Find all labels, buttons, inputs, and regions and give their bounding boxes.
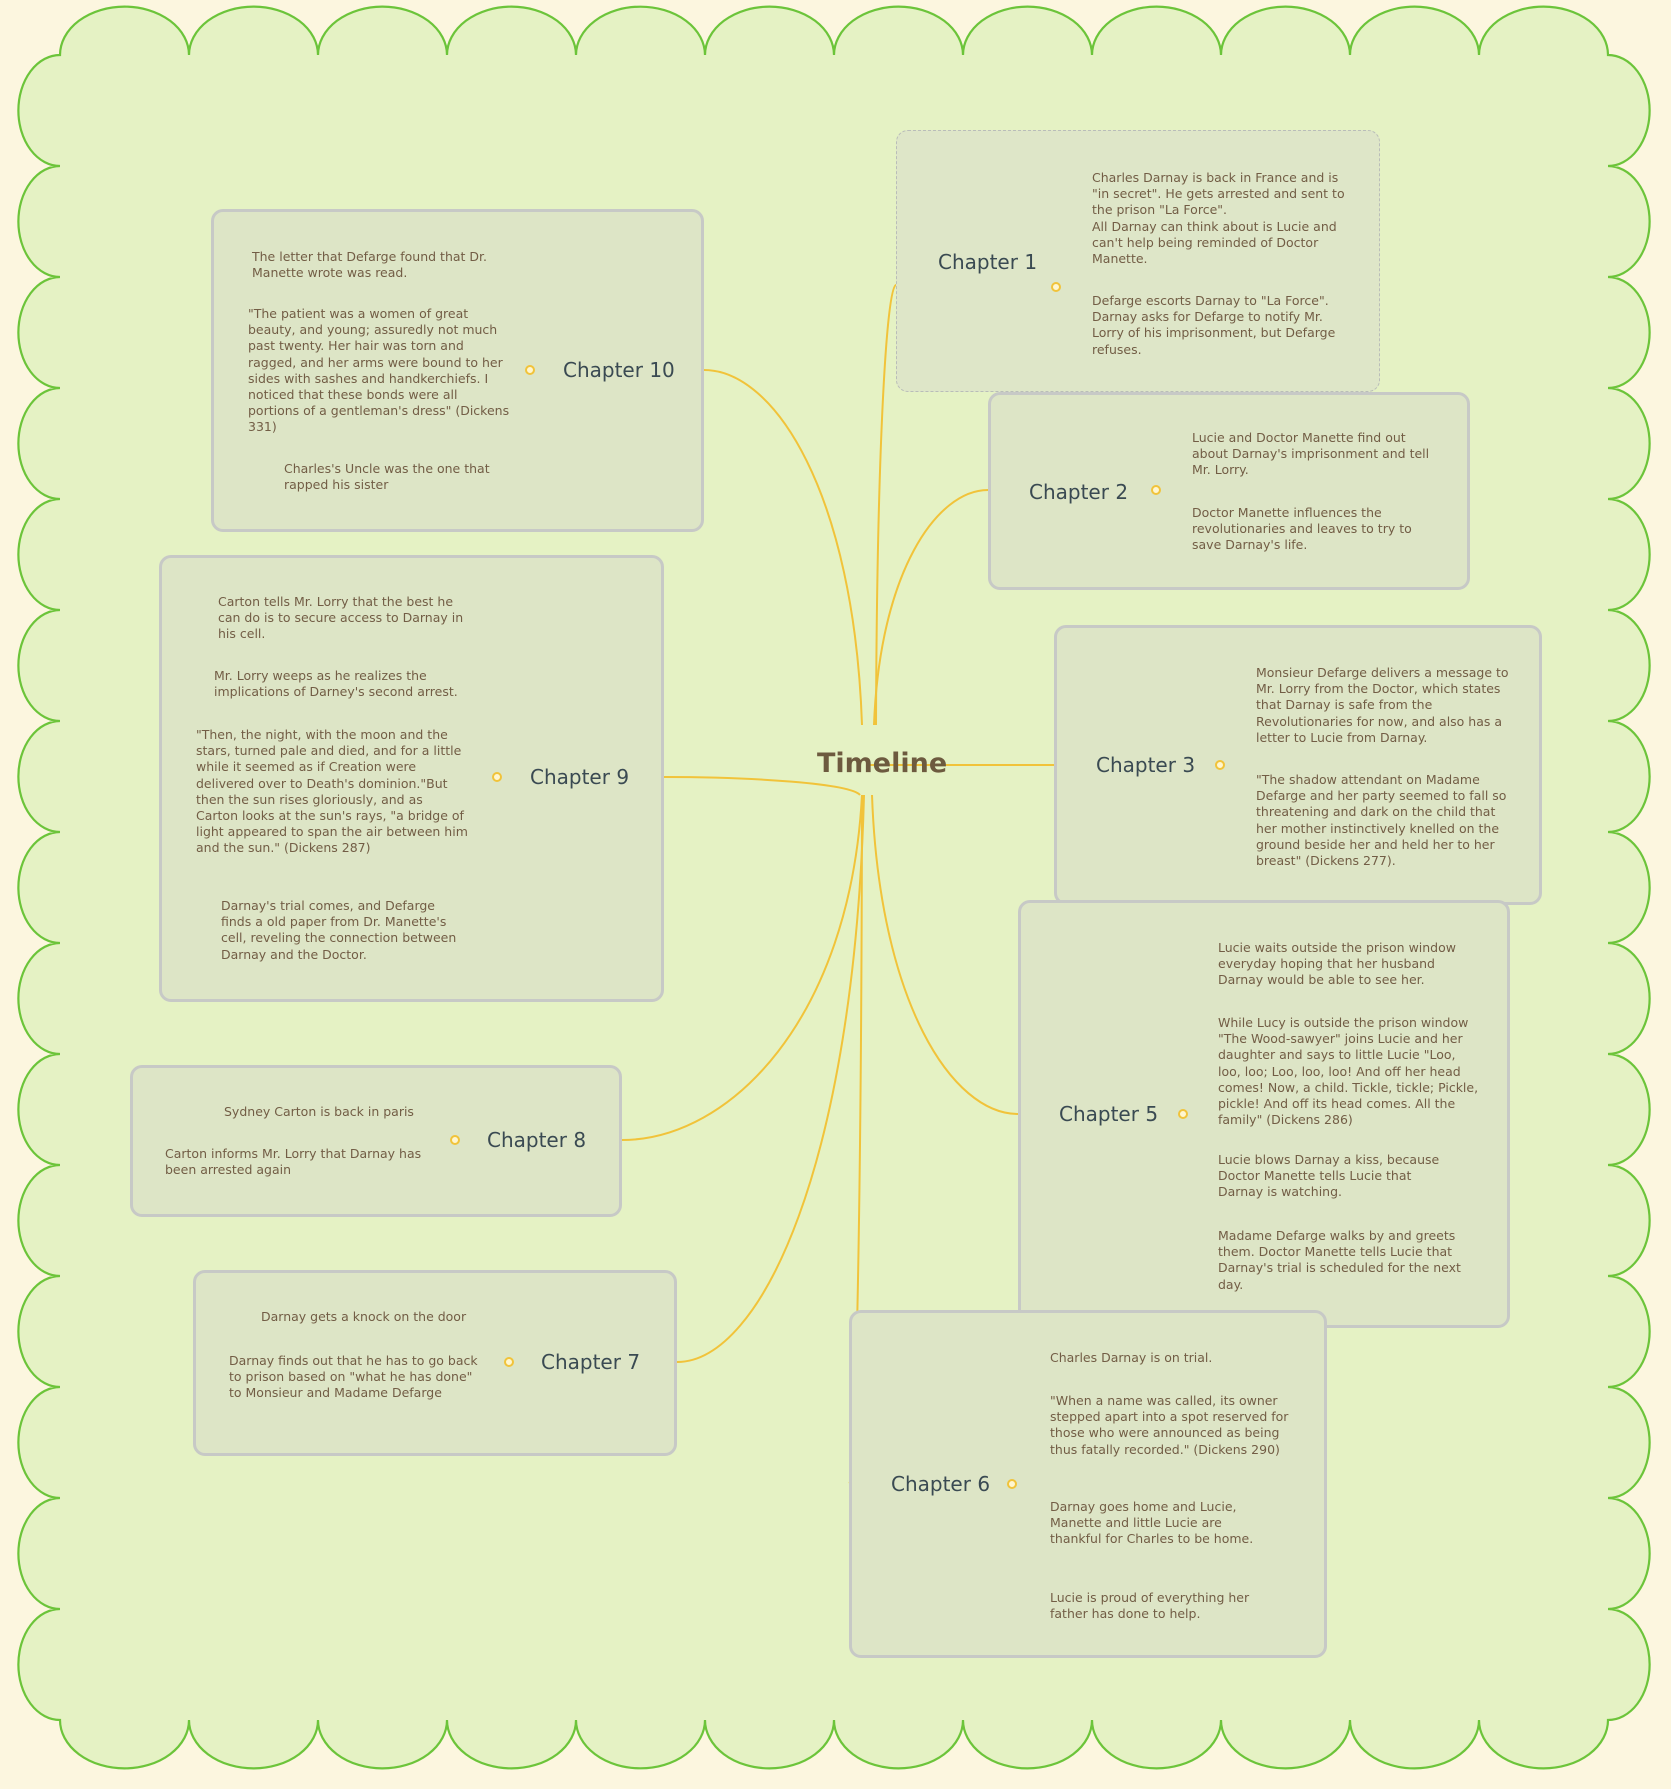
chapter-2-topic[interactable]: Chapter 2 (1029, 480, 1129, 504)
chapter-6-note-4[interactable]: Lucie is proud of everything her father … (1050, 1590, 1250, 1622)
chapter-10-note-3[interactable]: Charles's Uncle was the one that rapped … (284, 461, 490, 493)
chapter-6-group (849, 1310, 1327, 1658)
chapter-7-collapse-knob[interactable] (504, 1357, 514, 1367)
chapter-10-collapse-knob[interactable] (525, 365, 535, 375)
chapter-8-topic[interactable]: Chapter 8 (487, 1128, 587, 1152)
chapter-8-group (130, 1065, 622, 1217)
chapter-7-note-2[interactable]: Darnay finds out that he has to go back … (229, 1353, 478, 1401)
chapter-9-note-4[interactable]: Darnay's trial comes, and Defarge finds … (221, 898, 457, 962)
chapter-5-note-3[interactable]: Lucie blows Darnay a kiss, because Docto… (1218, 1152, 1440, 1200)
chapter-8-note-2[interactable]: Carton informs Mr. Lorry that Darnay has… (165, 1146, 422, 1178)
chapter-3-note-1[interactable]: Monsieur Defarge delivers a message to M… (1256, 665, 1509, 745)
chapter-5-group (1018, 900, 1510, 1328)
chapter-2-collapse-knob[interactable] (1151, 485, 1161, 495)
chapter-5-note-2[interactable]: While Lucy is outside the prison window … (1218, 1015, 1479, 1128)
central-topic-timeline[interactable]: Timeline (817, 748, 948, 779)
chapter-3-collapse-knob[interactable] (1215, 760, 1225, 770)
chapter-2-group (988, 392, 1470, 590)
chapter-9-note-2[interactable]: Mr. Lorry weeps as he realizes the impli… (214, 668, 458, 700)
chapter-1-note-1[interactable]: Charles Darnay is back in France and is … (1092, 170, 1345, 267)
chapter-10-group (211, 209, 704, 532)
chapter-6-note-3[interactable]: Darnay goes home and Lucie, Manette and … (1050, 1499, 1254, 1547)
chapter-6-topic[interactable]: Chapter 6 (891, 1472, 991, 1496)
chapter-3-topic[interactable]: Chapter 3 (1096, 753, 1196, 777)
chapter-9-note-1[interactable]: Carton tells Mr. Lorry that the best he … (218, 594, 464, 642)
chapter-1-note-2[interactable]: Defarge escorts Darnay to "La Force". Da… (1092, 293, 1336, 357)
chapter-5-note-4[interactable]: Madame Defarge walks by and greets them.… (1218, 1228, 1461, 1292)
chapter-1-collapse-knob[interactable] (1051, 282, 1061, 292)
chapter-6-note-1[interactable]: Charles Darnay is on trial. (1050, 1350, 1213, 1365)
chapter-7-topic[interactable]: Chapter 7 (541, 1350, 641, 1374)
chapter-8-collapse-knob[interactable] (450, 1135, 460, 1145)
chapter-9-collapse-knob[interactable] (492, 772, 502, 782)
chapter-5-topic[interactable]: Chapter 5 (1059, 1102, 1159, 1126)
chapter-3-note-2[interactable]: "The shadow attendant on Madame Defarge … (1256, 772, 1507, 869)
chapter-6-collapse-knob[interactable] (1007, 1479, 1017, 1489)
chapter-5-note-1[interactable]: Lucie waits outside the prison window ev… (1218, 940, 1456, 988)
chapter-10-note-1[interactable]: The letter that Defarge found that Dr. M… (252, 249, 487, 281)
chapter-10-topic[interactable]: Chapter 10 (563, 358, 675, 382)
chapter-8-note-1[interactable]: Sydney Carton is back in paris (224, 1104, 414, 1119)
chapter-7-note-1[interactable]: Darnay gets a knock on the door (261, 1309, 467, 1324)
chapter-9-group (159, 555, 664, 1002)
chapter-9-note-3[interactable]: "Then, the night, with the moon and the … (196, 727, 468, 856)
chapter-2-note-2[interactable]: Doctor Manette influences the revolution… (1192, 505, 1412, 553)
chapter-2-note-1[interactable]: Lucie and Doctor Manette find out about … (1192, 430, 1430, 478)
chapter-6-note-2[interactable]: "When a name was called, its owner stepp… (1050, 1393, 1289, 1457)
chapter-5-collapse-knob[interactable] (1178, 1109, 1188, 1119)
chapter-1-topic[interactable]: Chapter 1 (938, 250, 1038, 274)
chapter-1-group (896, 130, 1380, 392)
chapter-10-note-2[interactable]: "The patient was a women of great beauty… (248, 306, 510, 435)
chapter-9-topic[interactable]: Chapter 9 (530, 765, 630, 789)
chapter-7-group (193, 1270, 677, 1456)
